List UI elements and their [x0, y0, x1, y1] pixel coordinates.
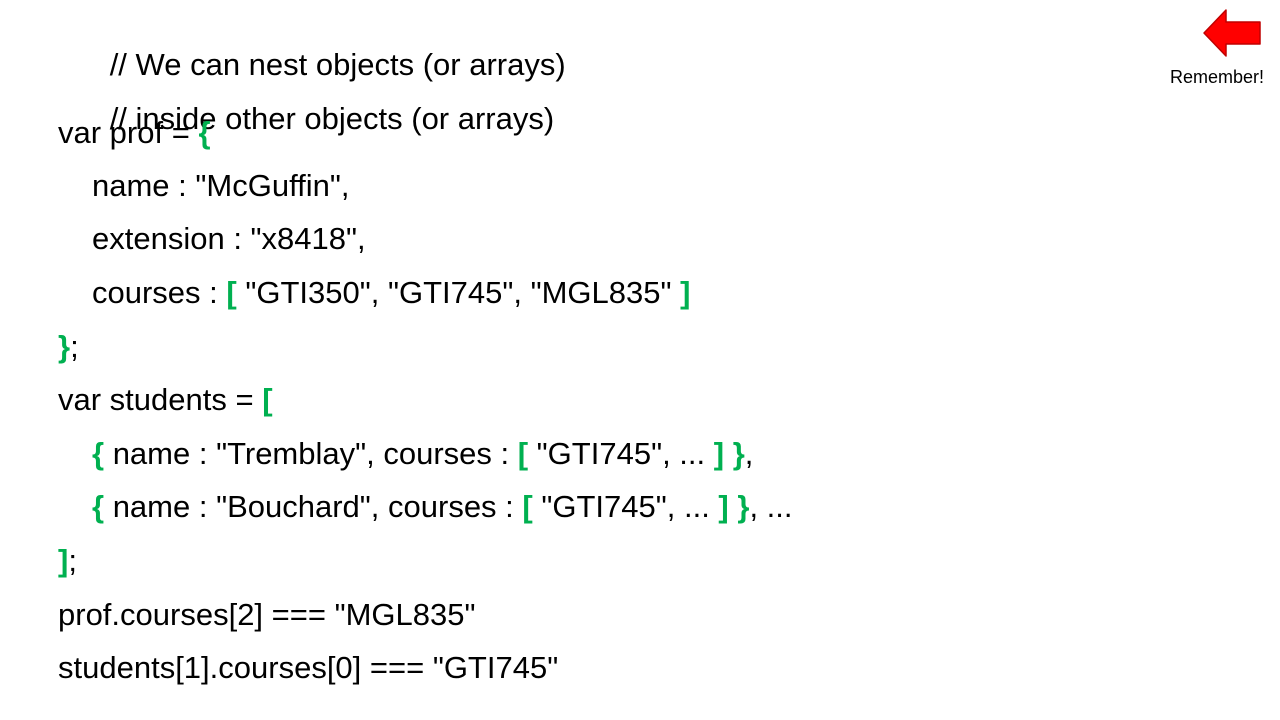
student-tremblay-line: { name : "Tremblay", courses : [ "GTI745… — [58, 434, 753, 474]
close-brace: } — [732, 436, 745, 471]
comment-line-1: // We can nest objects (or arrays) — [58, 5, 566, 82]
open-brace: { — [198, 115, 211, 150]
open-bracket: [ — [522, 489, 533, 524]
code-text: ; — [70, 329, 79, 364]
prof-name-line: name : "McGuffin", — [58, 166, 349, 206]
close-bracket: ] — [718, 489, 729, 524]
close-brace: } — [58, 329, 71, 364]
students-courses-access-line: students[1].courses[0] === "GTI745" — [58, 648, 558, 688]
code-text: "GTI745", ... — [532, 489, 719, 524]
left-arrow-icon — [1203, 9, 1261, 57]
prof-courses-access-line: prof.courses[2] === "MGL835" — [58, 595, 476, 635]
close-bracket: ] — [58, 543, 69, 578]
comment-text: // inside other objects (or arrays) — [109, 101, 555, 136]
code-text: , — [744, 436, 754, 471]
close-bracket: ] — [713, 436, 725, 471]
comment-line-2: // inside other objects (or arrays) — [58, 59, 555, 136]
code-text: prof.courses[2] === "MGL835" — [58, 597, 476, 632]
code-text: var prof = — [58, 115, 199, 150]
code-text: "GTI350", "GTI745", "MGL835" — [236, 275, 681, 310]
open-brace: { — [92, 489, 105, 524]
comment-text: // We can nest objects (or arrays) — [109, 47, 566, 82]
code-text: students[1].courses[0] === "GTI745" — [58, 650, 559, 685]
code-text — [724, 436, 733, 471]
remember-label: Remember! — [1169, 67, 1264, 87]
code-text: courses : — [92, 275, 227, 310]
remember-button[interactable]: Remember! — [1130, 4, 1270, 90]
code-text: name : "McGuffin", — [92, 168, 350, 203]
close-brace: } — [737, 489, 750, 524]
prof-close-line: }; — [58, 327, 79, 367]
close-bracket: ] — [680, 275, 691, 310]
students-declaration-line: var students = [ — [58, 380, 273, 420]
open-brace: { — [92, 436, 105, 471]
students-close-line: ]; — [58, 541, 77, 581]
open-bracket: [ — [226, 275, 237, 310]
code-text: extension : "x8418", — [92, 221, 366, 256]
prof-extension-line: extension : "x8418", — [58, 219, 366, 259]
code-text: var students = — [58, 382, 263, 417]
student-bouchard-line: { name : "Bouchard", courses : [ "GTI745… — [58, 487, 793, 527]
code-text: "GTI745", ... — [528, 436, 714, 471]
code-text: , ... — [749, 489, 793, 524]
code-text: ; — [68, 543, 77, 578]
prof-courses-line: courses : [ "GTI350", "GTI745", "MGL835"… — [58, 273, 690, 313]
open-bracket: [ — [517, 436, 529, 471]
open-bracket: [ — [262, 382, 273, 417]
code-text: name : "Tremblay", courses : — [104, 436, 518, 471]
prof-declaration-line: var prof = { — [58, 113, 211, 153]
code-text: name : "Bouchard", courses : — [104, 489, 523, 524]
